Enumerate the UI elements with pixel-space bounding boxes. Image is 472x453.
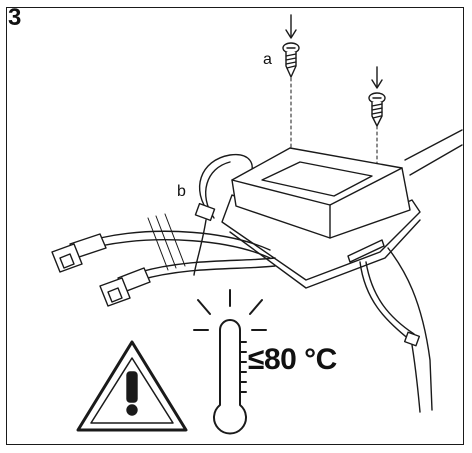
screw-a-icon bbox=[282, 14, 300, 78]
label-b: b bbox=[177, 183, 186, 200]
cable-tie-right bbox=[359, 247, 433, 413]
label-a: a bbox=[263, 51, 272, 68]
cut-marks bbox=[147, 213, 186, 271]
screw-b-icon bbox=[368, 66, 386, 127]
temperature-limit: ≤80 °C bbox=[248, 343, 337, 376]
power-supply-unit bbox=[231, 147, 411, 239]
connector-cables bbox=[99, 230, 276, 281]
connector-plug-2 bbox=[99, 267, 151, 307]
step-number: 3 bbox=[8, 4, 22, 31]
connector-plug-1 bbox=[51, 233, 107, 273]
cable-tie-left bbox=[193, 153, 253, 276]
power-cable bbox=[404, 129, 463, 176]
warning-triangle-icon bbox=[76, 340, 188, 432]
thermometer-icon bbox=[193, 289, 267, 435]
